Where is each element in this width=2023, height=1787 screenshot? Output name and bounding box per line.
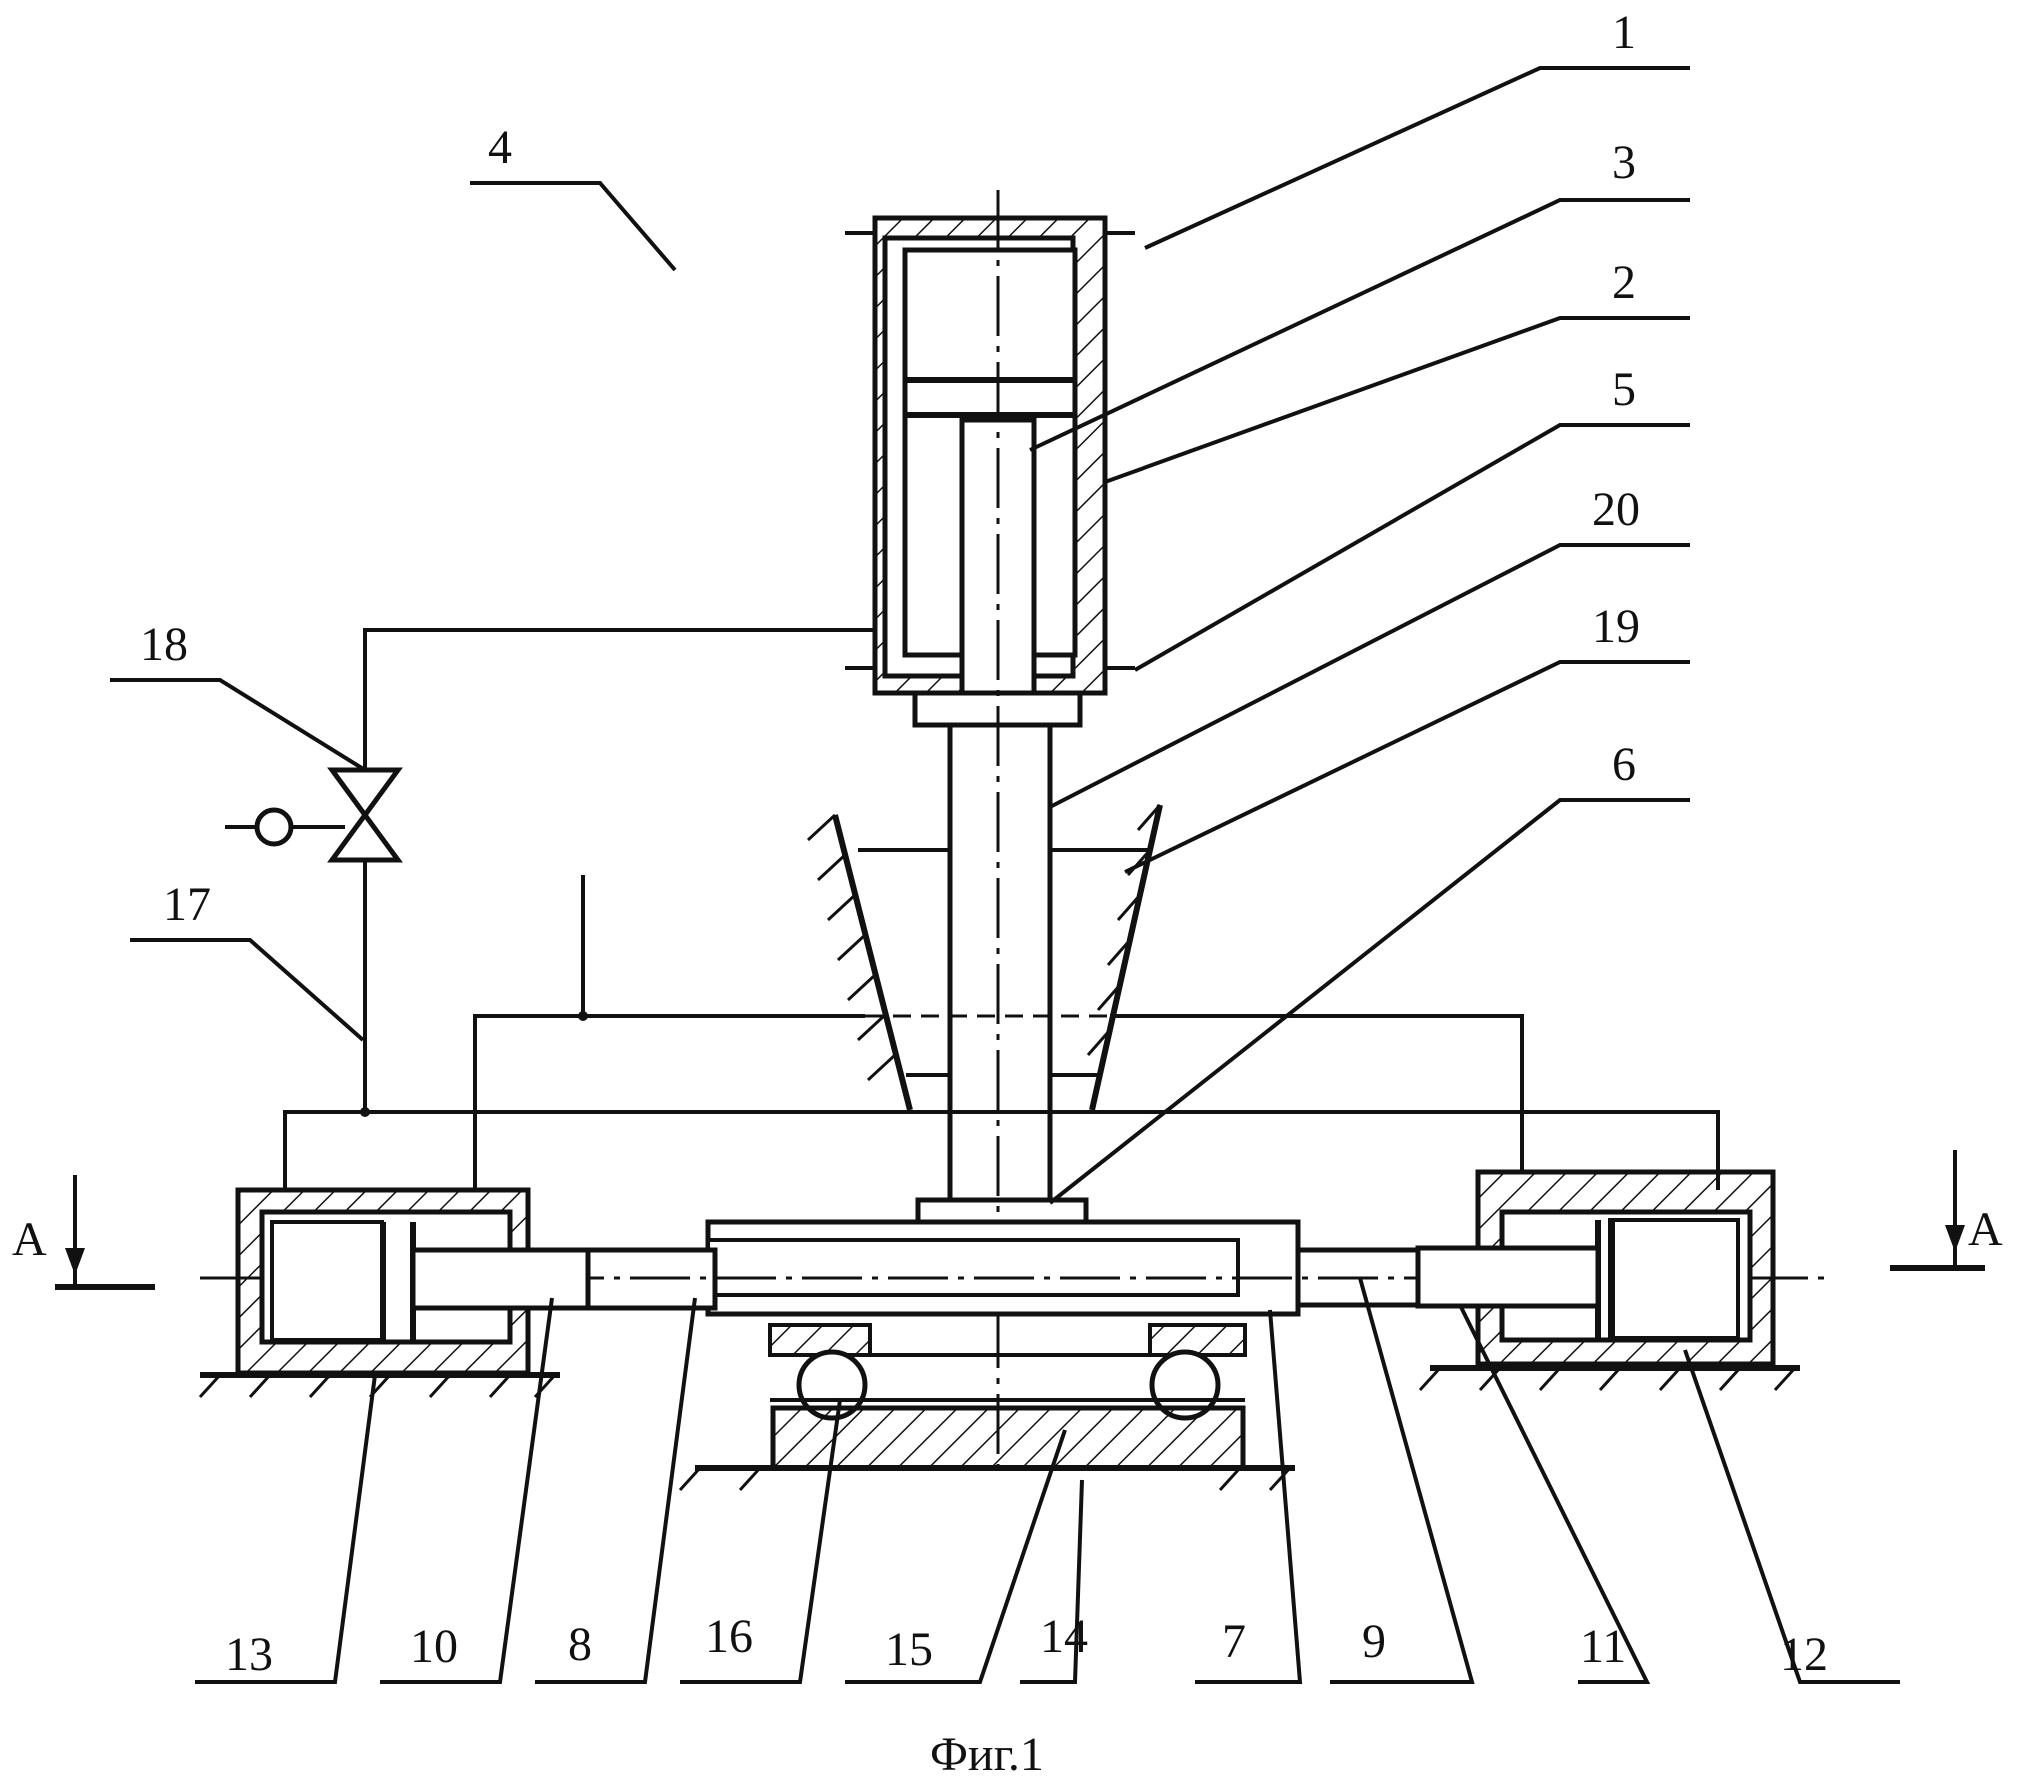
label-15: 15 — [885, 1623, 933, 1676]
label-9: 9 — [1362, 1615, 1386, 1668]
label-18: 18 — [140, 618, 188, 671]
valve-handle-icon — [257, 810, 291, 844]
section-mark-left-label: А — [12, 1213, 47, 1266]
figure-caption: Фиг.1 — [930, 1728, 1044, 1781]
label-2: 2 — [1612, 256, 1636, 309]
label-5: 5 — [1612, 363, 1636, 416]
label-4: 4 — [488, 121, 512, 174]
junction-node — [360, 1107, 370, 1117]
label-16: 16 — [705, 1610, 753, 1663]
left-cylinder — [200, 1190, 588, 1397]
label-8: 8 — [568, 1618, 592, 1671]
label-6: 6 — [1612, 738, 1636, 791]
label-20: 20 — [1592, 483, 1640, 536]
bearing-assembly — [680, 1325, 1295, 1490]
label-11: 11 — [1580, 1620, 1626, 1673]
label-10: 10 — [410, 1620, 458, 1673]
section-mark-right: А — [1890, 1150, 2003, 1268]
horizontal-slide — [585, 1222, 1418, 1314]
label-19: 19 — [1592, 600, 1640, 653]
section-mark-right-label: А — [1968, 1203, 2003, 1256]
label-17: 17 — [163, 878, 211, 931]
label-14: 14 — [1040, 1610, 1088, 1663]
label-13: 13 — [225, 1628, 273, 1681]
valve-symbol — [225, 770, 398, 860]
label-7: 7 — [1222, 1615, 1246, 1668]
section-mark-left: А — [12, 1175, 155, 1287]
label-12: 12 — [1780, 1628, 1828, 1681]
junction-node — [578, 1011, 588, 1021]
right-cylinder — [1418, 1172, 1800, 1390]
vertical-cylinder-housing — [845, 218, 1135, 725]
label-3: 3 — [1612, 136, 1636, 189]
label-1: 1 — [1612, 6, 1636, 59]
